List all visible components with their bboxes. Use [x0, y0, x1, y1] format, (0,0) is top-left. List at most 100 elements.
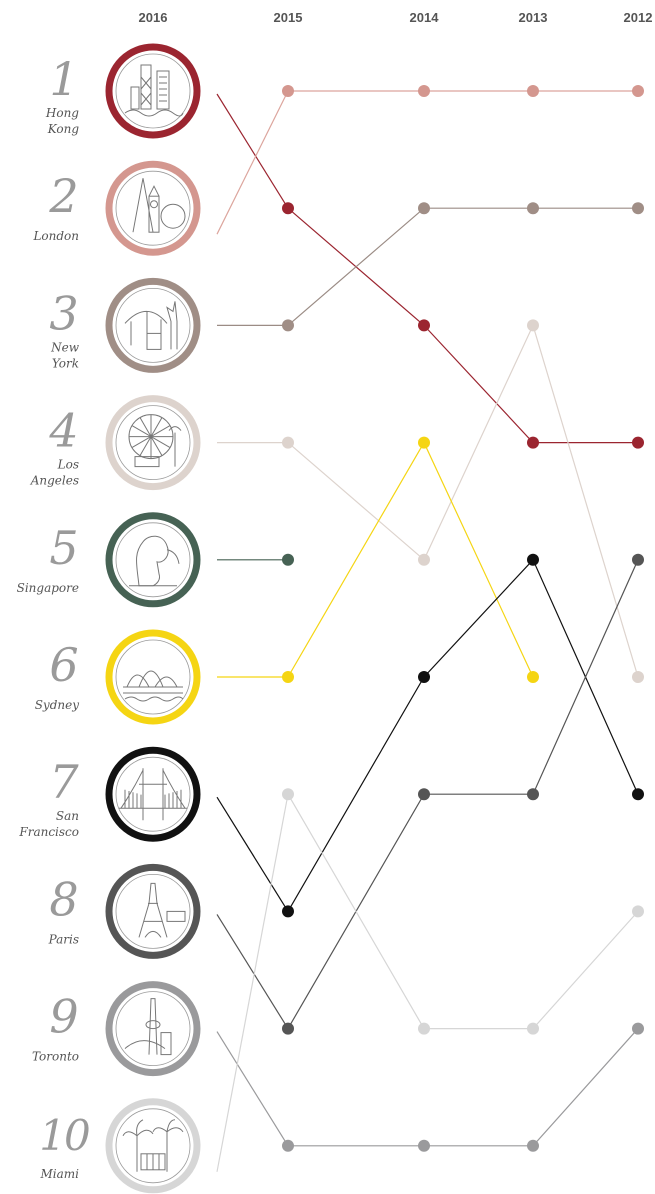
city-name-9-line-1: Toronto [32, 1050, 79, 1064]
point-miami-2013 [527, 1022, 539, 1035]
point-hong-kong-2013 [527, 436, 539, 449]
point-london-2012 [632, 85, 644, 97]
eiffel-tower-icon [138, 882, 186, 938]
point-san-francisco-2013 [527, 553, 539, 566]
rank-number-7: 7 [49, 755, 79, 809]
point-san-francisco-2012 [632, 788, 644, 801]
rank-number-10: 10 [39, 1111, 90, 1160]
year-label-2015: 2015 [274, 10, 303, 25]
badge-hong-kong [105, 43, 201, 139]
badge-ring-hong-kong [105, 43, 201, 139]
point-toronto-2012 [632, 1022, 644, 1035]
point-london-2013 [527, 85, 539, 97]
rank-number-4: 4 [48, 404, 78, 458]
point-paris-2015 [282, 1022, 294, 1035]
point-los-angeles-2012 [632, 671, 644, 683]
rank-number-8: 8 [49, 872, 78, 926]
point-new-york-2013 [527, 202, 539, 215]
point-paris-2014 [418, 788, 430, 801]
connector-line-hong-kong [216, 93, 289, 209]
badge-sydney [105, 629, 201, 725]
cn-tower-icon [124, 998, 172, 1056]
series-line-paris [287, 559, 639, 1029]
point-hong-kong-2014 [418, 319, 430, 332]
badge-new-york [105, 277, 201, 373]
point-new-york-2015 [282, 319, 294, 332]
year-label-2012: 2012 [624, 10, 653, 25]
series-line-hong-kong [287, 207, 638, 444]
point-los-angeles-2015 [282, 436, 294, 449]
point-toronto-2015 [282, 1139, 294, 1152]
city-name-3-line-1: New [50, 340, 80, 354]
hong-kong-skyline-icon [124, 64, 184, 117]
year-headers: 2016 2015 2014 2013 2012 [139, 10, 653, 25]
year-label-2014: 2014 [410, 10, 440, 25]
connector-line-miami [216, 794, 289, 1172]
city-name-4-line-2: Angeles [30, 474, 79, 488]
city-name-5-line-1: Singapore [17, 581, 79, 595]
rank-number-1: 1 [49, 52, 78, 106]
miami-palms-icon [122, 1119, 184, 1172]
point-paris-2012 [632, 553, 644, 566]
connector-line-paris [216, 914, 289, 1029]
badge-singapore [105, 512, 201, 608]
year-label-2016: 2016 [139, 10, 168, 25]
connector-line-san-francisco [216, 796, 289, 912]
point-toronto-2014 [418, 1139, 430, 1152]
connector-line-london [216, 90, 289, 235]
point-sydney-2015 [282, 671, 294, 683]
point-paris-2013 [527, 788, 539, 801]
series-line-toronto [288, 1028, 639, 1147]
golden-gate-icon [119, 768, 187, 821]
london-bigben-icon [132, 178, 186, 233]
point-los-angeles-2013 [527, 319, 539, 332]
series-lines [287, 90, 639, 1147]
city-name-1-line-2: Kong [47, 122, 80, 136]
point-hong-kong-2015 [282, 202, 294, 215]
series-line-san-francisco [287, 558, 639, 912]
badge-los-angeles [105, 395, 201, 491]
city-name-8-line-1: Paris [48, 932, 79, 946]
los-angeles-wheel-icon [128, 414, 182, 468]
city-name-7-line-2: Francisco [18, 825, 79, 839]
series-line-sydney [287, 441, 534, 678]
rank-labels: 1HongKong2London3NewYork4LosAngeles5Sing… [17, 52, 92, 1181]
badge-ring-sydney [105, 629, 201, 725]
badge-miami [105, 1098, 201, 1194]
city-name-7-line-1: San [56, 809, 79, 823]
city-name-4-line-1: Los [57, 458, 79, 472]
rank-number-9: 9 [49, 990, 78, 1044]
rank-number-6: 6 [49, 638, 78, 692]
point-los-angeles-2014 [418, 553, 430, 566]
badge-london [105, 160, 201, 256]
point-sydney-2014 [418, 436, 430, 449]
point-miami-2015 [282, 788, 294, 801]
new-york-liberty-icon [124, 301, 178, 350]
badge-ring-los-angeles [105, 395, 201, 491]
series-line-new-york [287, 207, 638, 326]
point-singapore-2015 [282, 553, 294, 566]
point-new-york-2014 [418, 202, 430, 215]
rank-number-3: 3 [49, 286, 78, 340]
badge-toronto [105, 981, 201, 1077]
badge-paris [105, 863, 201, 959]
badge-san-francisco [105, 746, 201, 842]
connector-line-toronto [216, 1031, 289, 1147]
point-new-york-2012 [632, 202, 644, 215]
city-badges [105, 43, 201, 1194]
city-name-10-line-1: Miami [40, 1167, 80, 1181]
series-line-miami [287, 793, 639, 1030]
badge-ring-paris [105, 863, 201, 959]
connector-lines [216, 90, 289, 1172]
point-miami-2012 [632, 905, 644, 918]
series-points [282, 85, 644, 1152]
point-london-2014 [418, 85, 430, 97]
badge-ring-london [105, 160, 201, 256]
point-sydney-2013 [527, 671, 539, 683]
badge-ring-new-york [105, 277, 201, 373]
point-san-francisco-2015 [282, 905, 294, 918]
point-toronto-2013 [527, 1139, 539, 1152]
year-label-2013: 2013 [519, 10, 548, 25]
rank-number-5: 5 [49, 521, 78, 575]
